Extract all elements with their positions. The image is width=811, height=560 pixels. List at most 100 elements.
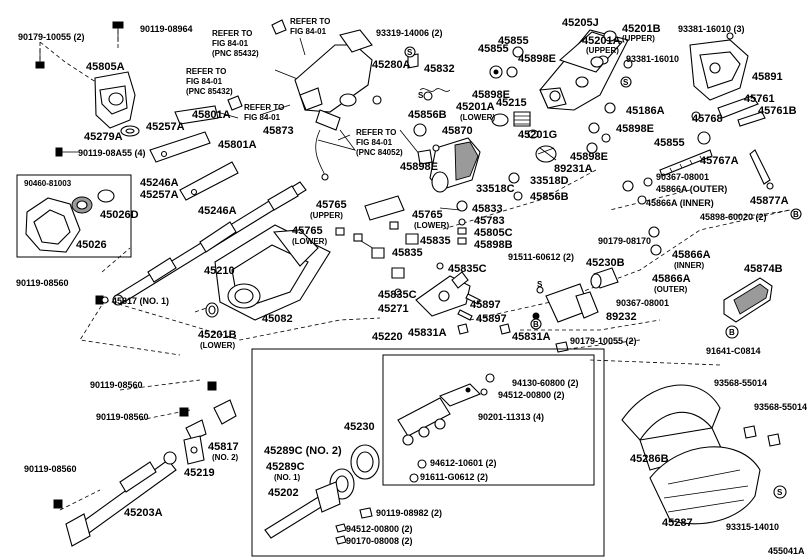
label: 90119-08560: [16, 278, 69, 288]
housing-45870: [417, 137, 481, 193]
label: FIG 84-01: [244, 113, 281, 122]
spring-45215: [513, 111, 531, 127]
label: 91511-60612 (2): [508, 252, 574, 262]
clip-45817-no2: [185, 399, 237, 441]
label: (NO. 1): [274, 473, 301, 482]
marker-circles: [404, 46, 802, 499]
label: 45855: [654, 137, 685, 149]
cover-45765-upper: [364, 195, 405, 221]
label: 45768: [692, 113, 723, 125]
label: 45287: [662, 517, 693, 529]
label: 93319-14006 (2): [376, 28, 443, 38]
label: (PNC 85432): [212, 49, 259, 58]
label: 45835C: [378, 289, 417, 301]
lever-45891: [689, 32, 749, 101]
label: 45219: [184, 467, 215, 479]
label: 45203A: [124, 507, 163, 519]
label: 33518C: [476, 183, 515, 195]
label: 90367-08001: [616, 298, 669, 308]
washers-45855: [489, 46, 524, 79]
label: (LOWER): [200, 341, 235, 350]
label: 45201A: [582, 35, 621, 47]
label: 45026: [76, 239, 107, 251]
label: 45897: [470, 299, 501, 311]
pawl-45801a: [149, 105, 239, 201]
label: 45866A: [672, 249, 711, 261]
label: 45817 (NO. 1): [112, 296, 169, 306]
lever-45761: [717, 95, 766, 127]
label: 45202: [268, 487, 299, 499]
label: FIG 84-01: [212, 39, 249, 48]
label: 45877A: [750, 195, 789, 207]
tilt-bracket-45026: [25, 189, 115, 253]
label: 45833: [472, 203, 503, 215]
label: REFER TO: [244, 103, 284, 112]
label: 45289C (NO. 2): [264, 445, 342, 457]
label: 45805A: [86, 61, 125, 73]
bushing-45201a-lower: [491, 113, 509, 127]
bolt-90179-10055: [35, 48, 45, 69]
ring-45201b-upper: [603, 30, 617, 42]
label: 93315-14010: [726, 522, 779, 532]
spring-45767a: [659, 149, 713, 177]
pins-45897: [457, 293, 481, 321]
label: 93381-16010 (3): [678, 24, 745, 34]
inset-box-45026d: [16, 174, 132, 258]
bushings-45866a: [622, 177, 662, 256]
bottom-box-inner: [382, 354, 595, 486]
marker-s: S: [418, 91, 424, 100]
label: REFER TO: [290, 17, 330, 26]
label: (LOWER): [414, 221, 449, 230]
label: 45870: [442, 125, 473, 137]
cover-45287: [649, 446, 761, 525]
label: 45246A: [140, 177, 179, 189]
washer-45279a: [120, 125, 140, 137]
ring-45201b-lower: [205, 302, 219, 318]
label: 45856B: [408, 109, 447, 121]
label: 93568-55014: [714, 378, 767, 388]
label: 89232: [606, 311, 637, 323]
label: (OUTER): [654, 285, 688, 294]
spring-45832: [419, 88, 451, 101]
label: 90170-08008 (2): [346, 536, 413, 546]
label: (UPPER): [622, 34, 655, 43]
label: 45220: [372, 331, 403, 343]
bolt-90119-08964: [112, 21, 124, 42]
label: 45874B: [744, 263, 783, 275]
label: 45230B: [586, 257, 625, 269]
label: 45765: [316, 199, 347, 211]
label: FIG 84-01: [186, 77, 223, 86]
label: 45289C: [266, 461, 305, 473]
label: 90367-08001: [656, 172, 709, 182]
label: 45831A: [408, 327, 447, 339]
universal-joint-45230: [397, 373, 495, 446]
label: 45201B: [198, 329, 237, 341]
label: 45026D: [100, 209, 139, 221]
label: 94512-00800 (2): [346, 524, 413, 534]
marker-s: S: [777, 488, 783, 497]
label: 45201A: [456, 101, 495, 113]
label: 45866A (OUTER): [656, 184, 727, 194]
label: 45082: [262, 313, 293, 325]
label: 90179-08170: [598, 236, 651, 246]
label: 91641-C0814: [706, 346, 761, 356]
gear-89231a: [535, 145, 557, 163]
label: 89231A: [554, 163, 593, 175]
shaft-45202: [264, 481, 341, 539]
label: 45873: [263, 125, 294, 137]
label: 90119-08560: [96, 412, 149, 422]
label: 90119-08560: [90, 380, 143, 390]
label: 90119-08A55 (4): [78, 148, 146, 158]
cover-45874b: [723, 277, 773, 323]
label: 45257A: [146, 121, 185, 133]
label: 45271: [378, 303, 409, 315]
label: 45856B: [530, 191, 569, 203]
label: 45210: [204, 265, 235, 277]
label: 45891: [752, 71, 783, 83]
main-shaft-45210: [112, 181, 307, 306]
diagram-id: 455041A: [768, 546, 805, 556]
label: 45832: [424, 63, 455, 75]
label: (LOWER): [292, 237, 327, 246]
label: 93381-16010: [626, 54, 679, 64]
label: 94612-10601 (2): [430, 458, 497, 468]
